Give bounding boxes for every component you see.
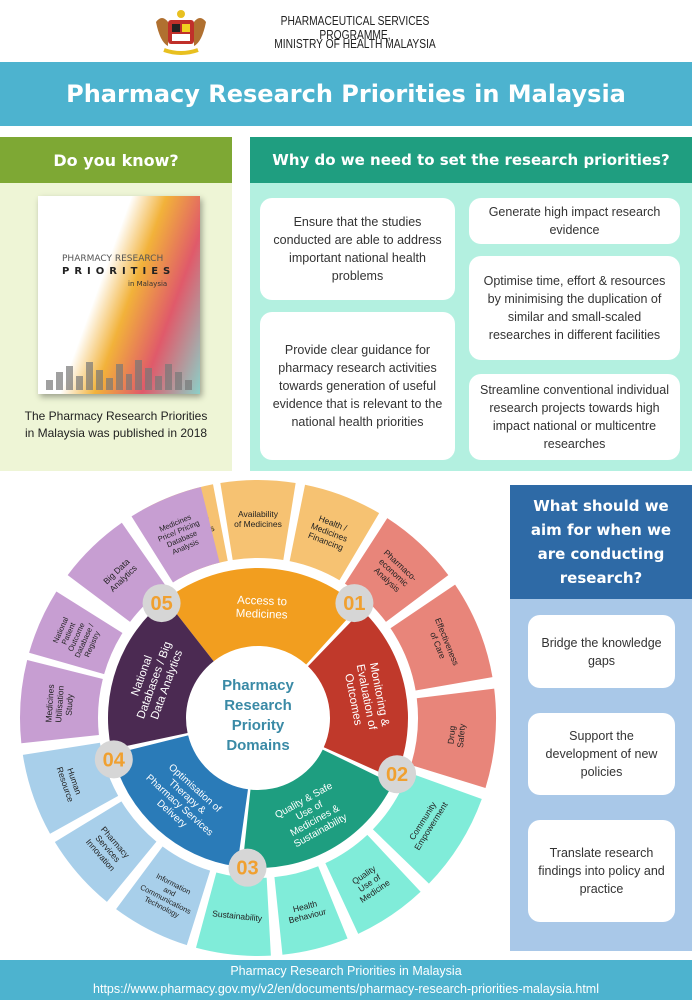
subtopic-segment	[390, 584, 493, 691]
domain-number-badge	[142, 584, 181, 623]
footer-title: Pharmacy Research Priorities in Malaysia	[230, 964, 462, 978]
subtopic-label: Health /MedicinesFinancing	[306, 512, 352, 553]
domain-number: 03	[236, 858, 258, 880]
subtopic-segment	[325, 834, 421, 934]
org-line-2: MINISTRY OF HEALTH MALAYSIA	[274, 37, 436, 51]
subtopic-segment	[116, 846, 211, 946]
reason-card: Streamline conventional individual resea…	[469, 374, 680, 460]
book-bar-graphic	[46, 356, 193, 390]
subtopic-segment	[67, 522, 167, 622]
domain-number: 05	[150, 593, 172, 615]
subtopic-segment	[410, 688, 496, 788]
aim-heading: What should we aim for when we are condu…	[510, 485, 692, 599]
subtopic-segment	[274, 866, 348, 955]
reason-card: Generate high impact research evidence	[469, 198, 680, 244]
subtopic-segment	[195, 872, 271, 956]
center-title-line: Priority	[232, 717, 285, 734]
aim-card: Support the development of new policies	[528, 713, 675, 795]
subtopic-segment	[54, 801, 157, 902]
footer: Pharmacy Research Priorities in Malaysia…	[0, 960, 692, 1000]
domain-number: 01	[343, 593, 365, 615]
research-domains-wheel: Affordabilityof MedicinesAvailabilityof …	[19, 480, 496, 956]
domain-label: Optimisation ofTherapy &Pharmacy Service…	[136, 756, 230, 847]
domain-number-badge	[378, 755, 417, 794]
book-cover-image: PHARMACY RESEARCH PRIORITIES in Malaysia	[38, 196, 200, 394]
book-title-line1: PHARMACY RESEARCH	[62, 254, 164, 264]
domain-segment	[165, 568, 359, 665]
coat-of-arms-logo	[150, 8, 212, 58]
subtopic-label: QualityUse ofMedicine	[347, 861, 392, 905]
footer-url-link[interactable]: https://www.pharmacy.gov.my/v2/en/docume…	[93, 982, 599, 996]
publication-note: The Pharmacy Research Priorities in Mala…	[24, 409, 208, 440]
subtopic-segment	[22, 742, 119, 834]
subtopic-label: MedicinesPrice/ PricingDatabaseAnalysis	[153, 510, 207, 559]
subtopic-segment	[29, 591, 123, 675]
subtopic-label: PharmacyServicesInnovation	[84, 824, 132, 873]
do-you-know-heading: Do you know?	[0, 137, 232, 183]
domain-segment	[112, 735, 248, 867]
subtopic-segment	[289, 484, 380, 581]
domain-number-badge	[228, 848, 267, 887]
org-line-1: PHARMACEUTICAL SERVICES PROGRAMME,	[280, 14, 430, 42]
reason-card: Optimise time, effort & resources by min…	[469, 256, 680, 360]
domain-number-badge	[335, 584, 374, 623]
reason-card: Provide clear guidance for pharmacy rese…	[260, 312, 455, 460]
center-title-line: Domains	[226, 737, 289, 754]
reason-card: Ensure that the studies conducted are ab…	[260, 198, 455, 300]
domain-segment	[242, 749, 393, 868]
domain-segment	[107, 599, 214, 750]
page-title: Pharmacy Research Priorities in Malaysia	[0, 62, 692, 126]
domain-label: Monitoring &Evaluation ofOutcomes	[341, 661, 392, 734]
subtopic-label: DrugSafety	[445, 722, 467, 748]
center-title-line: Pharmacy	[222, 677, 294, 694]
domain-number: 02	[386, 764, 408, 786]
aim-card: Bridge the knowledge gaps	[528, 615, 675, 688]
subtopic-segment	[19, 660, 103, 744]
domain-number: 04	[103, 749, 126, 771]
subtopic-segment	[372, 772, 482, 884]
book-title-line3: in Malaysia	[128, 280, 168, 288]
subtopic-label: MedicinesUtilisationStudy	[43, 684, 75, 724]
book-title-line2: PRIORITIES	[62, 266, 176, 277]
subtopic-segment	[131, 486, 220, 583]
subtopic-segment	[220, 480, 296, 561]
why-heading: Why do we need to set the research prior…	[250, 137, 692, 183]
domain-number-badge	[94, 740, 133, 779]
aim-card: Translate research findings into policy …	[528, 820, 675, 922]
center-title-line: Research	[224, 697, 292, 714]
domain-label: Access toMedicines	[236, 595, 289, 622]
domain-segment	[308, 610, 408, 780]
